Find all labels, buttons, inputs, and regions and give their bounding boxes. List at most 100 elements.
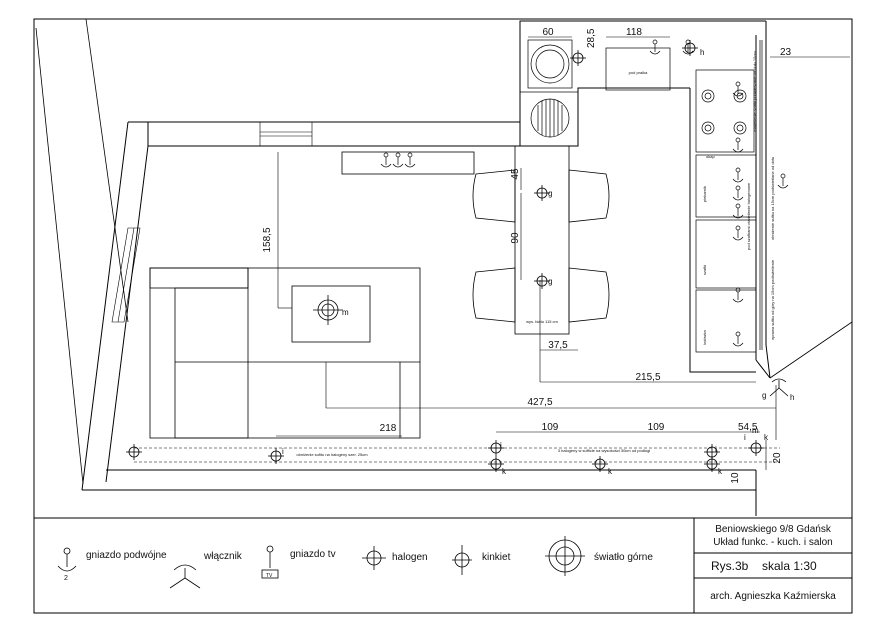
note-szafki: szafki bbox=[702, 265, 707, 275]
dim-10: 10 bbox=[730, 472, 741, 484]
sofa-back bbox=[149, 267, 249, 289]
note-halogen-row: 3 halogeny w sufficie na wysokości 30cm … bbox=[558, 448, 651, 453]
legend-double-socket-icon bbox=[57, 547, 77, 572]
note-piekarnik: piekarnik bbox=[702, 186, 707, 202]
letter-i: i bbox=[715, 445, 717, 454]
letter-h: h bbox=[700, 48, 704, 57]
legend: gniazdo podwójne 2 włącznik TV gniazdo t… bbox=[57, 536, 653, 589]
letter-i: i bbox=[282, 447, 284, 456]
halogen-icon bbox=[488, 440, 504, 456]
dim-37-5: 37,5 bbox=[548, 340, 568, 351]
note-cabinet-light: pod szafkami oświetlenie halogenowe bbox=[746, 182, 751, 250]
letter-k: k bbox=[764, 433, 769, 442]
legend-ceiling-light-icon bbox=[545, 536, 585, 576]
letter-i: i bbox=[744, 433, 746, 442]
legend-switch-icon bbox=[169, 564, 201, 589]
dim-109-b: 109 bbox=[648, 422, 665, 433]
legend-halogen-label: halogen bbox=[392, 552, 428, 563]
dim-158-5: 158,5 bbox=[262, 227, 273, 252]
chair-1 bbox=[472, 169, 516, 223]
dim-90: 90 bbox=[510, 232, 521, 244]
double-socket-icon bbox=[682, 39, 694, 55]
title-drawing-number: Rys.3b bbox=[711, 559, 749, 573]
legend-tv-socket-tv: TV bbox=[266, 573, 273, 579]
note-right-vertical-3: oprawa sufitu od góry na 15cm podświetle… bbox=[770, 259, 775, 340]
dim-54-5: 54,5 bbox=[738, 422, 758, 433]
halogen-icon bbox=[704, 444, 720, 460]
title-block: Beniowskiego 9/8 Gdańsk Układ funkc. - k… bbox=[693, 517, 853, 614]
legend-double-socket-label: gniazdo podwójne bbox=[86, 550, 167, 561]
note-pralka: pod pralka bbox=[629, 70, 648, 75]
dim-427-5: 427,5 bbox=[527, 397, 552, 408]
halogen-icon bbox=[592, 456, 608, 472]
dim-20: 20 bbox=[772, 452, 783, 464]
legend-wall-lamp-label: kinkiet bbox=[482, 552, 511, 563]
sofa bbox=[149, 267, 421, 439]
letter-k: k bbox=[502, 467, 507, 476]
ceiling-light-icon bbox=[313, 295, 343, 325]
legend-switch-label: włącznik bbox=[203, 551, 243, 562]
letter-k: k bbox=[608, 467, 613, 476]
title-address: Beniowskiego 9/8 Gdańsk bbox=[715, 524, 832, 535]
coffee-table bbox=[291, 285, 371, 343]
dim-118: 118 bbox=[626, 27, 642, 38]
double-socket-icon bbox=[649, 39, 661, 55]
double-socket-icon bbox=[732, 225, 744, 241]
chair-2 bbox=[568, 169, 610, 223]
halogen-icon bbox=[268, 448, 284, 464]
living-room-furniture bbox=[149, 151, 475, 439]
right-diagonal-line bbox=[769, 321, 853, 379]
dim-109-a: 109 bbox=[542, 422, 559, 433]
letter-g: g bbox=[548, 189, 552, 198]
left-diagonal-line bbox=[85, 18, 129, 323]
title-author: arch. Agnieszka Kaźmierska bbox=[710, 591, 836, 602]
legend-wall-lamp-icon bbox=[452, 545, 472, 575]
double-socket-icon bbox=[732, 331, 744, 347]
legend-double-socket-digit: 2 bbox=[64, 575, 68, 582]
halogen-icon bbox=[488, 456, 504, 472]
tv-socket-icon bbox=[380, 152, 392, 168]
double-socket-icon bbox=[732, 81, 744, 97]
switch-icon bbox=[126, 444, 142, 460]
legend-ceiling-light-label: światło górne bbox=[594, 552, 653, 563]
legend-halogen-icon bbox=[362, 546, 386, 570]
double-socket-icon bbox=[732, 167, 744, 183]
dining-set bbox=[472, 145, 610, 335]
window-top bbox=[259, 121, 313, 147]
wall-lamp-icon bbox=[748, 440, 764, 456]
chair-4 bbox=[568, 267, 610, 323]
legend-tv-socket-label: gniazdo tv bbox=[290, 549, 336, 560]
left-diagonal-line-2 bbox=[35, 27, 84, 485]
note-lodowka: lodówka bbox=[702, 330, 707, 345]
tv-cabinet bbox=[341, 151, 475, 175]
dim-28-5: 28,5 bbox=[586, 28, 597, 48]
cooktop-burners bbox=[701, 89, 747, 135]
dimension-lines bbox=[134, 36, 850, 490]
halogen-icon bbox=[534, 273, 550, 289]
note-table-width: wys. blatu 115 cm bbox=[526, 319, 558, 324]
note-obnizenie: obniżenie sufitu na halogeny szer. 25cm bbox=[296, 452, 368, 457]
washing-machine-drum bbox=[530, 44, 570, 84]
dining-table bbox=[514, 145, 570, 335]
sheet-frame bbox=[33, 18, 853, 614]
legend-tv-socket-icon bbox=[261, 545, 279, 579]
double-socket-icon bbox=[732, 287, 744, 303]
tv-socket-icon bbox=[392, 152, 404, 168]
letter-h: h bbox=[790, 393, 794, 402]
tv-socket-icon bbox=[404, 152, 416, 168]
halogen-icon bbox=[534, 185, 550, 201]
plan-notes: pod pralka wys. blatu 115 cm 3 halogeny … bbox=[296, 51, 775, 457]
room-walls bbox=[81, 20, 771, 516]
dim-218: 218 bbox=[380, 423, 397, 434]
note-right-vertical-2: obniżenie sufitu na 15cm podświetlane od… bbox=[770, 157, 775, 240]
title-subtitle: Układ funkc. - kuch. i salon bbox=[713, 537, 833, 548]
switch-icon bbox=[769, 378, 789, 397]
letter-m: m bbox=[342, 308, 349, 317]
letter-g: g bbox=[548, 277, 552, 286]
note-okap: okap bbox=[706, 154, 715, 159]
letter-k: k bbox=[718, 467, 723, 476]
dim-60: 60 bbox=[542, 27, 554, 38]
window-left bbox=[111, 227, 141, 323]
